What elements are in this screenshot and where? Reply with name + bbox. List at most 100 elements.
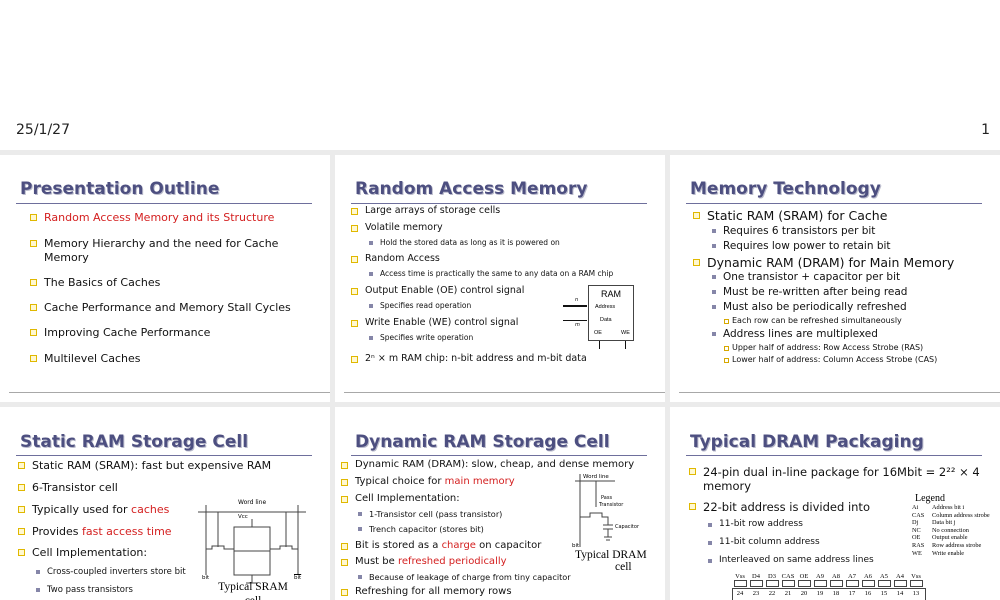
slide-dynamic-ram-storage-cell[interactable]: Dynamic RAM Storage Cell Dynamic RAM (DR… xyxy=(335,407,665,600)
pin: D4 xyxy=(748,573,764,587)
bullet-text: on capacitor xyxy=(475,540,542,551)
pin-label: D3 xyxy=(768,573,776,580)
highlight-text: fast access time xyxy=(82,525,172,538)
pin-number: 24 xyxy=(736,590,744,597)
pin-number: 13 xyxy=(912,590,920,597)
title-rule xyxy=(351,455,647,456)
sub-bullet: Specifies read operation xyxy=(368,301,472,310)
legend-desc: Output enable xyxy=(932,534,968,542)
outline-item: Cache Performance and Memory Stall Cycle… xyxy=(30,301,291,314)
legend-code: CAS xyxy=(912,511,925,519)
sub-sub-bullet: Upper half of address: Row Access Strobe… xyxy=(723,343,924,352)
pin-label: A9 xyxy=(816,573,824,580)
bullet: Static RAM (SRAM) for Cache xyxy=(692,208,888,223)
title-rule xyxy=(351,203,647,204)
highlight-text: charge xyxy=(441,540,476,551)
capacitor-label: Capacitor xyxy=(615,524,640,530)
pin-number: 16 xyxy=(864,590,872,597)
pin-label: A8 xyxy=(832,573,840,580)
pin: D3 xyxy=(764,573,780,587)
sub-bullet: Interleaved on same address lines xyxy=(708,555,874,565)
title-rule xyxy=(16,203,312,204)
slide-presentation-outline[interactable]: Presentation Outline Random Access Memor… xyxy=(0,155,330,402)
sub-bullet: One transistor + capacitor per bit xyxy=(711,271,901,283)
slide-footer-line xyxy=(344,392,665,393)
legend-row: Dj Data bit j xyxy=(912,519,998,527)
bullet: Static RAM (SRAM): fast but expensive RA… xyxy=(17,459,272,472)
slide-title: Typical DRAM Packaging xyxy=(690,432,924,452)
bullet: Cell Implementation: xyxy=(341,493,460,504)
bullet: 6-Transistor cell xyxy=(18,481,118,494)
dram-caption: cell xyxy=(615,561,632,573)
header-page-number: 1 xyxy=(981,122,990,138)
title-rule xyxy=(686,203,982,204)
pin-number: 23 xyxy=(752,590,760,597)
pin: A4 xyxy=(892,573,908,587)
outline-item: Memory Hierarchy and the need for Cache xyxy=(29,237,279,250)
title-rule xyxy=(686,455,982,456)
bullet: 2ⁿ × m RAM chip: n-bit address and m-bit… xyxy=(351,353,587,364)
slide-random-access-memory[interactable]: Random Access Memory Large arrays of sto… xyxy=(335,155,665,402)
bullet-cont: memory xyxy=(703,479,752,493)
data-label: Data xyxy=(600,317,612,323)
pin-label: D4 xyxy=(752,573,760,580)
pin: A8 xyxy=(828,573,844,587)
word-line-label: Word line xyxy=(583,474,609,480)
bullet-text: Typically used for xyxy=(32,503,132,516)
bullet: Typical choice for main memory xyxy=(341,476,515,487)
pin: CAS xyxy=(780,573,796,587)
legend-desc: No connection xyxy=(932,526,969,534)
pin: A7 xyxy=(844,573,860,587)
bullet: Random Access xyxy=(351,253,440,264)
pin-label: Vss xyxy=(735,573,745,580)
sub-bullet: Because of leakage of charge from tiny c… xyxy=(358,572,571,582)
sram-circuit-icon xyxy=(198,505,306,584)
legend-desc: Row address strobe xyxy=(932,541,982,549)
highlight-text: caches xyxy=(131,503,170,516)
pin-label: A7 xyxy=(848,573,856,580)
legend-desc: Data bit j xyxy=(932,519,956,527)
slide-title: Dynamic RAM Storage Cell xyxy=(355,432,610,452)
bullet: Output Enable (OE) control signal xyxy=(350,285,525,296)
pin-number: 18 xyxy=(832,590,840,597)
bullet: 24-pin dual in-line package for 16Mbit =… xyxy=(689,465,980,479)
bullet: Volatile memory xyxy=(351,222,443,233)
pin: A6 xyxy=(860,573,876,587)
pin-label: A5 xyxy=(880,573,888,580)
oe-label: OE xyxy=(594,330,602,336)
sub-sub-bullet: Each row can be refreshed simultaneously xyxy=(724,316,902,325)
outline-item: Random Access Memory and its Structure xyxy=(29,211,275,224)
bullet: Must be refreshed periodically xyxy=(341,556,507,567)
slide-memory-technology[interactable]: Memory Technology Static RAM (SRAM) for … xyxy=(670,155,1000,402)
ram-label: RAM xyxy=(601,289,621,299)
legend-title: Legend xyxy=(915,493,945,504)
slide-title: Random Access Memory xyxy=(355,179,588,199)
legend-code: Dj xyxy=(912,519,919,527)
bit-label: bit xyxy=(572,543,580,549)
sub-bullet: Hold the stored data as long as it is po… xyxy=(369,238,560,247)
legend-code: OE xyxy=(912,534,921,542)
we-label: WE xyxy=(621,330,630,336)
bullet: Write Enable (WE) control signal xyxy=(350,317,519,328)
pin-number: 15 xyxy=(880,590,888,597)
word-line-label: Word line xyxy=(238,499,267,506)
slide-typical-dram-packaging[interactable]: Typical DRAM Packaging 24-pin dual in-li… xyxy=(670,407,1000,600)
pin-number: 14 xyxy=(896,590,904,597)
bullet-text: Typical choice for xyxy=(355,476,445,487)
m-label: m xyxy=(575,322,580,328)
header-date: 25/1/27 xyxy=(16,122,70,138)
pin: OE xyxy=(796,573,812,587)
slide-title: Static RAM Storage Cell xyxy=(20,432,249,452)
outline-item: Multilevel Caches xyxy=(29,352,141,365)
sub-bullet: 11-bit row address xyxy=(708,519,803,529)
outline-item-cont: Memory xyxy=(44,251,89,264)
slide-static-ram-storage-cell[interactable]: Static RAM Storage Cell Static RAM (SRAM… xyxy=(0,407,330,600)
vcc-label: Vcc xyxy=(238,514,248,520)
slide-title: Memory Technology xyxy=(690,179,881,199)
pin-number: 22 xyxy=(768,590,776,597)
bullet: Dynamic RAM (DRAM) for Main Memory xyxy=(692,255,955,270)
pin-number: 17 xyxy=(848,590,856,597)
bullet: Large arrays of storage cells xyxy=(350,205,501,216)
